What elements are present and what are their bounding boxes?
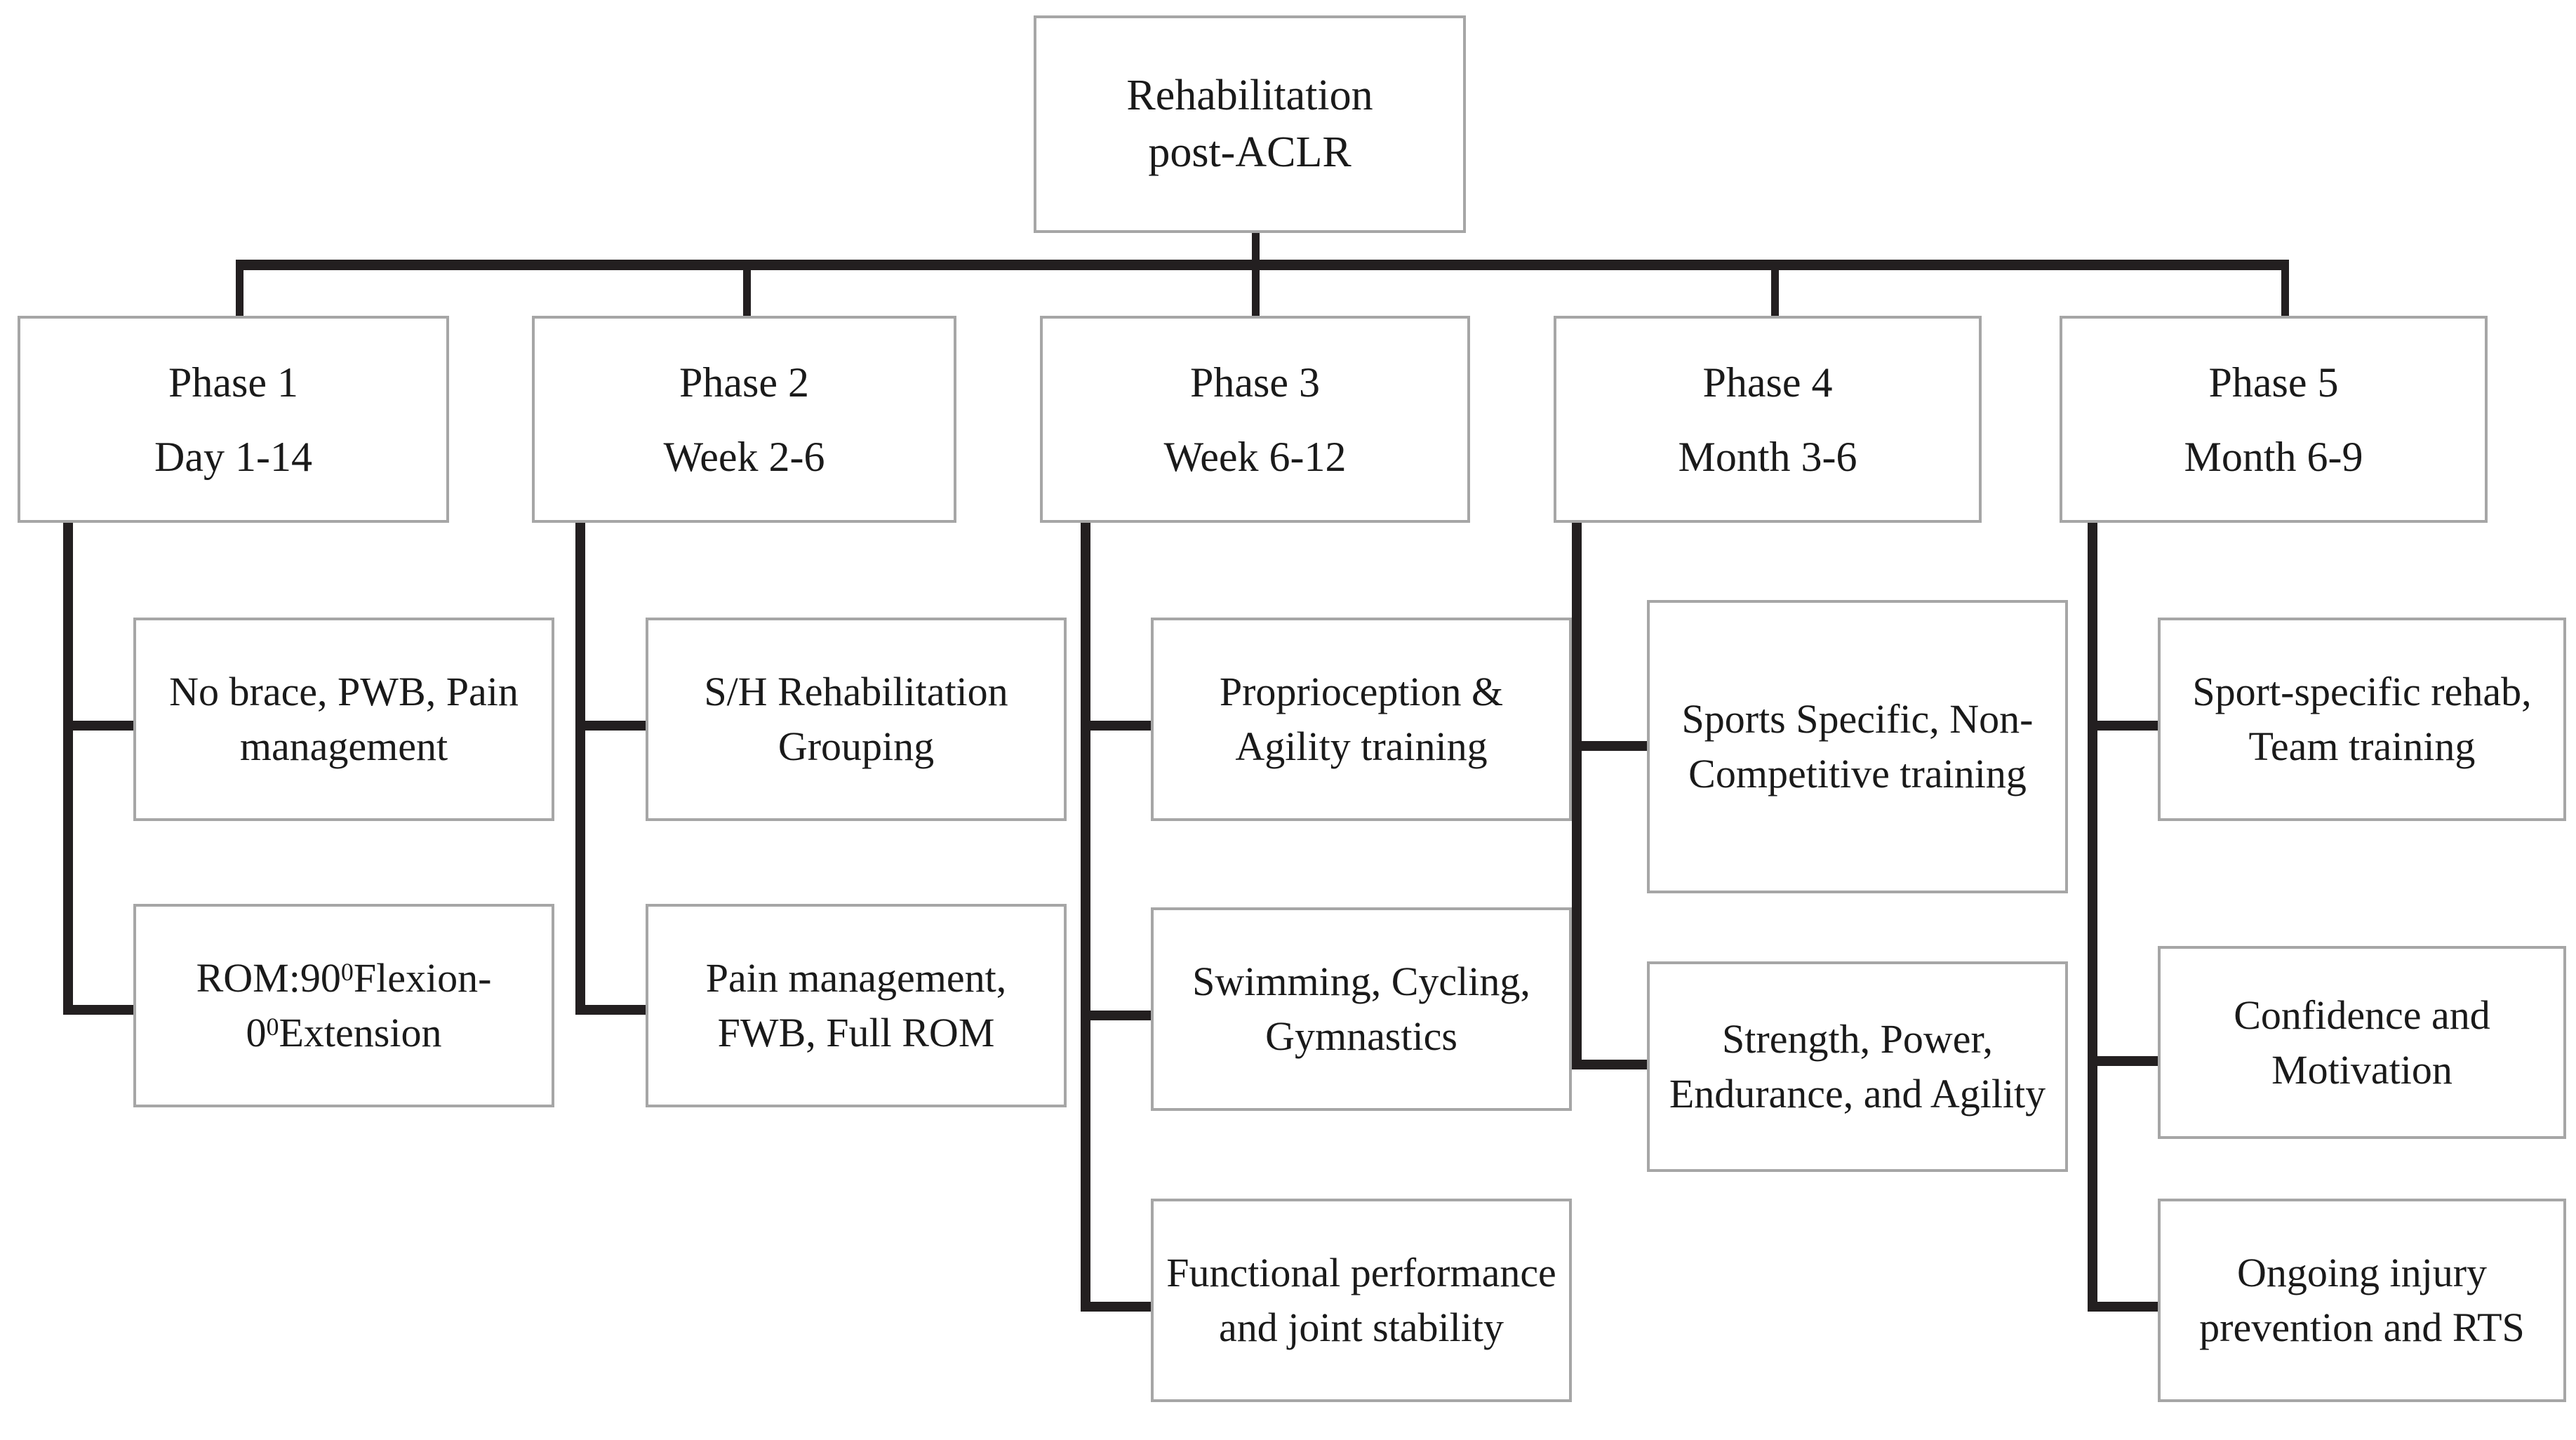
connector-stub-phase-1-child-1 [63, 721, 136, 731]
phase-node-4-name: Phase 4 [1702, 359, 1833, 406]
connector-stub-phase-2-child-2 [575, 1005, 648, 1015]
child-node-phase-2-item-1[interactable]: S/H Rehabilitation Grouping [646, 618, 1067, 821]
phase-node-1-name: Phase 1 [168, 359, 298, 406]
child-node-phase-4-item-1[interactable]: Sports Specific, Non-Competitive trainin… [1647, 600, 2068, 893]
connector-stub-phase-3-child-3 [1081, 1302, 1154, 1312]
connector-spine-phase-4 [1572, 522, 1582, 1069]
child-node-phase-3-item-1[interactable]: Proprioception & Agility training [1151, 618, 1572, 821]
connector-stub-phase-4-child-2 [1572, 1060, 1649, 1069]
rom-superscript-2: 0 [266, 1012, 279, 1041]
phase-node-3-name: Phase 3 [1190, 359, 1320, 406]
child-node-phase-1-item-2-text: ROM:900Flexion-00Extension [143, 951, 545, 1060]
child-node-phase-1-item-1-text: No brace, PWB, Pain management [169, 669, 519, 769]
connector-stub-phase-5-child-2 [2088, 1056, 2161, 1066]
phase-node-3-timeframe: Week 6-12 [1163, 433, 1347, 480]
root-node-line-2: post-ACLR [1148, 128, 1352, 176]
rom-text-mid: Flexion-0 [246, 955, 492, 1055]
child-node-phase-5-item-1[interactable]: Sport-specific rehab, Team training [2158, 618, 2566, 821]
child-node-phase-3-item-1-text: Proprioception & Agility training [1219, 669, 1504, 769]
child-node-phase-1-item-1[interactable]: No brace, PWB, Pain management [133, 618, 554, 821]
child-node-phase-5-item-3-text: Ongoing injury prevention and RTS [2199, 1250, 2525, 1350]
connector-trunk-drop-phase-3 [1252, 260, 1260, 319]
connector-trunk-drop-phase-4 [1771, 260, 1779, 319]
connector-stub-phase-3-child-1 [1081, 721, 1154, 731]
phase-node-3[interactable]: Phase 3 Week 6-12 [1040, 316, 1470, 523]
child-node-phase-2-item-2[interactable]: Pain management, FWB, Full ROM [646, 904, 1067, 1107]
phase-node-2-timeframe: Week 2-6 [663, 433, 825, 480]
connector-trunk-drop-phase-1 [236, 260, 243, 319]
connector-stub-phase-2-child-1 [575, 721, 648, 731]
child-node-phase-3-item-3[interactable]: Functional performance and joint stabili… [1151, 1199, 1572, 1402]
child-node-phase-2-item-2-text: Pain management, FWB, Full ROM [705, 955, 1007, 1055]
child-node-phase-2-item-1-text: S/H Rehabilitation Grouping [704, 669, 1008, 769]
phase-node-1-timeframe: Day 1-14 [154, 433, 312, 480]
phase-node-4[interactable]: Phase 4 Month 3-6 [1554, 316, 1982, 523]
child-node-phase-5-item-2-text: Confidence and Motivation [2234, 992, 2490, 1093]
connector-spine-phase-2 [575, 522, 585, 1015]
child-node-phase-5-item-2[interactable]: Confidence and Motivation [2158, 946, 2566, 1139]
child-node-phase-3-item-2[interactable]: Swimming, Cycling, Gymnastics [1151, 907, 1572, 1111]
child-node-phase-4-item-2[interactable]: Strength, Power, Endurance, and Agility [1647, 961, 2068, 1172]
connector-stub-phase-4-child-1 [1572, 741, 1649, 751]
phase-node-5-timeframe: Month 6-9 [2184, 433, 2363, 480]
child-node-phase-5-item-1-text: Sport-specific rehab, Team training [2192, 669, 2532, 769]
connector-stub-phase-5-child-1 [2088, 721, 2161, 731]
phase-node-1[interactable]: Phase 1 Day 1-14 [18, 316, 449, 523]
phase-node-4-timeframe: Month 3-6 [1678, 433, 1857, 480]
phase-node-2-name: Phase 2 [679, 359, 809, 406]
connector-stub-phase-5-child-3 [2088, 1302, 2161, 1312]
child-node-phase-5-item-3[interactable]: Ongoing injury prevention and RTS [2158, 1199, 2566, 1402]
connector-trunk-drop-phase-5 [2281, 260, 2289, 319]
rom-text-post: Extension [279, 1010, 442, 1055]
phase-node-2[interactable]: Phase 2 Week 2-6 [532, 316, 956, 523]
child-node-phase-1-item-2[interactable]: ROM:900Flexion-00Extension [133, 904, 554, 1107]
phase-node-5-name: Phase 5 [2208, 359, 2339, 406]
connector-trunk [236, 260, 2289, 270]
connector-spine-phase-5 [2088, 522, 2097, 1312]
connector-spine-phase-3 [1081, 522, 1090, 1312]
root-node-line-1: Rehabilitation [1126, 72, 1373, 120]
connector-stub-phase-1-child-2 [63, 1005, 136, 1015]
phase-node-5[interactable]: Phase 5 Month 6-9 [2060, 316, 2488, 523]
child-node-phase-3-item-3-text: Functional performance and joint stabili… [1166, 1250, 1556, 1350]
connector-spine-phase-1 [63, 522, 73, 1015]
connector-stub-phase-3-child-2 [1081, 1011, 1154, 1020]
rom-superscript-1: 0 [340, 958, 354, 987]
rom-text-pre: ROM:90 [196, 955, 341, 1001]
root-node-rehabilitation-post-aclr[interactable]: Rehabilitation post-ACLR [1034, 15, 1466, 233]
connector-trunk-drop-phase-2 [743, 260, 751, 319]
child-node-phase-4-item-1-text: Sports Specific, Non-Competitive trainin… [1681, 696, 2034, 796]
child-node-phase-3-item-2-text: Swimming, Cycling, Gymnastics [1192, 959, 1530, 1059]
child-node-phase-4-item-2-text: Strength, Power, Endurance, and Agility [1669, 1016, 2046, 1116]
